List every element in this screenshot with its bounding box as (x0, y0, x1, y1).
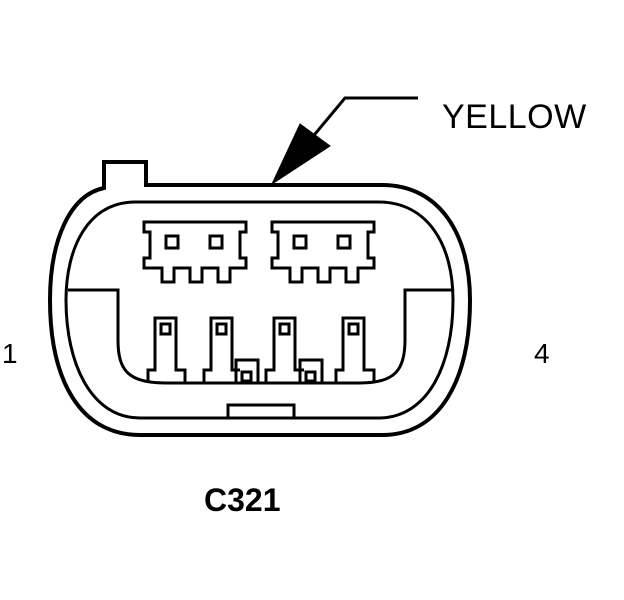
latch-window (336, 234, 352, 250)
pin-4-label: 4 (534, 338, 550, 369)
terminal-tab (298, 358, 324, 383)
latch-window (164, 234, 180, 250)
connector-id-label: C321 (204, 482, 281, 518)
divider-line (68, 288, 452, 385)
terminal-tab (234, 358, 260, 383)
terminal (264, 316, 304, 383)
latch-block-left (142, 220, 248, 284)
terminal (202, 316, 240, 383)
pin-1-label: 1 (2, 338, 18, 369)
latch-block-right (270, 220, 376, 284)
latch-window (292, 234, 308, 250)
color-callout-label: YELLOW (442, 98, 587, 136)
terminal-contact (215, 322, 228, 336)
terminal (334, 316, 376, 383)
connector-housing-outer (47, 160, 473, 437)
callout-leader (308, 96, 418, 141)
callout-arrowhead (270, 123, 331, 186)
latch-window (208, 234, 224, 250)
terminal-tab-contact (240, 370, 253, 383)
terminal-contact (347, 322, 360, 336)
keyway-notch (226, 403, 296, 420)
connector-housing-inner (64, 200, 455, 420)
terminal-contact (159, 322, 172, 336)
terminal-contact (278, 322, 291, 336)
terminal-tab-contact (304, 370, 317, 383)
terminal (146, 316, 187, 383)
